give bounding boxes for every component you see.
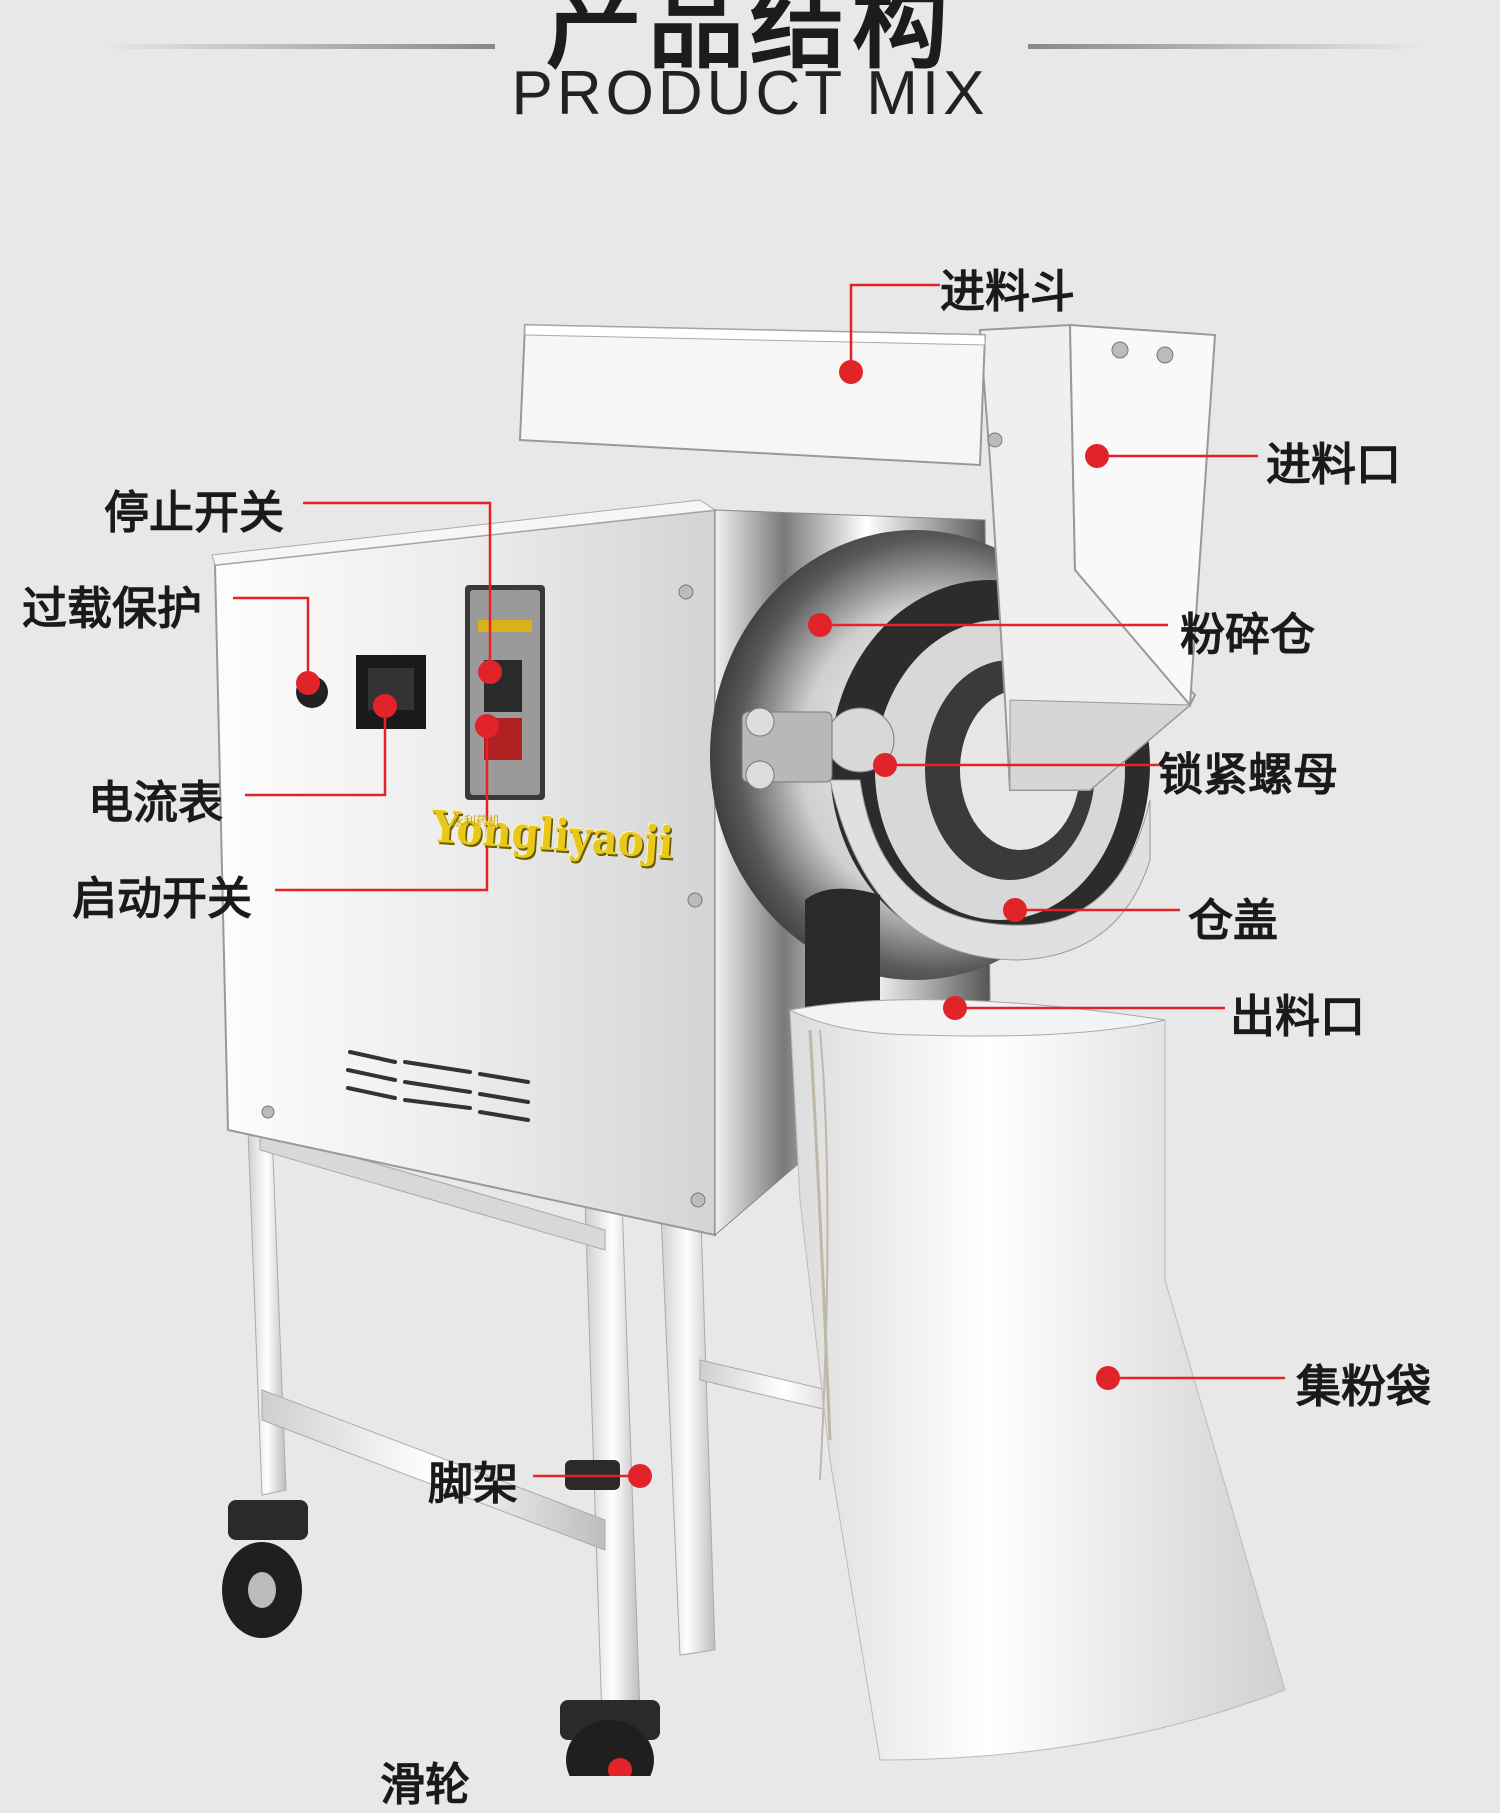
label-chamber-cover: 仓盖 <box>1188 894 1279 947</box>
marker-lock-nut <box>873 753 897 777</box>
powder-bag <box>788 888 1286 1761</box>
stand-frame <box>247 1129 871 1721</box>
label-crushing-chamber: 粉碎仓 <box>1180 608 1316 661</box>
switch-box <box>465 585 545 800</box>
label-discharge-outlet: 出料口 <box>1230 990 1366 1043</box>
marker-ammeter <box>373 694 397 718</box>
label-lock-nut: 锁紧螺母 <box>1158 748 1339 801</box>
marker-overload <box>296 671 320 695</box>
product-structure-page: 产品结构 PRODUCT MIX <box>22 0 1432 1811</box>
label-stop-switch: 停止开关 <box>104 486 285 539</box>
label-feed-hopper: 进料斗 <box>940 265 1076 318</box>
caster-wheels <box>222 1460 660 1776</box>
label-stand: 脚架 <box>428 1457 519 1510</box>
title-divider-left <box>100 44 495 49</box>
marker-crushing-chamber <box>808 613 832 637</box>
marker-caster <box>608 1758 632 1776</box>
machine-illustration <box>211 283 1286 1776</box>
page-title: 产品结构 <box>546 0 954 82</box>
brand-logo-small: 永利药机 <box>452 814 501 828</box>
marker-feed-hopper <box>839 360 863 384</box>
marker-feed-inlet <box>1085 444 1109 468</box>
leader-lines <box>233 283 1285 1478</box>
callout-markers <box>296 360 1120 1776</box>
marker-discharge-outlet <box>943 996 967 1020</box>
title-divider-right <box>1028 44 1423 49</box>
label-feed-inlet: 进料口 <box>1266 438 1402 491</box>
marker-chamber-cover <box>1003 898 1027 922</box>
page-subtitle: PRODUCT MIX <box>511 59 989 128</box>
label-ammeter: 电流表 <box>88 776 224 829</box>
marker-stop-switch <box>478 660 502 684</box>
marker-powder-bag <box>1096 1366 1120 1390</box>
feed-chute <box>978 323 1217 791</box>
marker-stand <box>628 1464 652 1488</box>
feed-hopper <box>518 323 987 467</box>
label-powder-bag: 集粉袋 <box>1296 1360 1432 1413</box>
label-overload-protection: 过载保护 <box>22 582 203 635</box>
label-start-switch: 启动开关 <box>72 872 253 925</box>
ammeter <box>356 655 426 729</box>
marker-start-switch <box>475 714 499 738</box>
label-caster: 滑轮 <box>380 1758 471 1811</box>
